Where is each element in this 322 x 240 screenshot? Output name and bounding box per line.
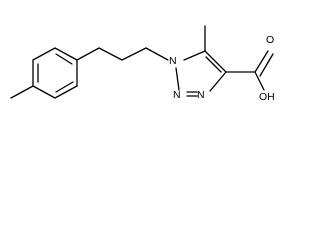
atom-label-hydroxyl: OH: [259, 91, 275, 103]
benzyl-bond-3: [121, 47, 147, 61]
triazole-bond-n1-c5: [183, 50, 206, 61]
benzyl-bond-to-n1: [145, 47, 169, 61]
atom-label-n1: N: [169, 55, 177, 67]
ring-bond-5: [32, 47, 56, 61]
triazole-ring: [175, 50, 227, 97]
triazole-bond-n2-n1: [175, 67, 180, 91]
acid-double-c-o: [259, 53, 274, 77]
ring-bond-4: [54, 47, 78, 61]
atom-label-n2: N: [173, 89, 181, 101]
methyl-bond-aryl: [10, 85, 34, 99]
ring-double-bond-2: [55, 53, 73, 65]
acid-bond-c-oh: [254, 71, 265, 91]
ring-bond-2: [54, 85, 78, 99]
triazole-double-c5-c4: [205, 56, 222, 73]
ring-bond-1: [32, 85, 56, 99]
atom-label-n3: N: [197, 89, 205, 101]
benzene-ring: [32, 47, 78, 99]
benzyl-bond-2: [98, 47, 123, 61]
benzyl-bond-1: [76, 47, 100, 61]
acid-bond-c-o: [254, 50, 269, 73]
structure-svg: N N N O OH: [10, 25, 275, 103]
triazole-bond-c4-n3: [209, 71, 227, 92]
triazole-bond-c5-c4: [204, 50, 227, 73]
atom-label-carbonyl-oxygen: O: [266, 34, 274, 46]
structure-diagram: N N N O OH: [10, 25, 275, 103]
ring-double-bond-1: [55, 81, 74, 93]
